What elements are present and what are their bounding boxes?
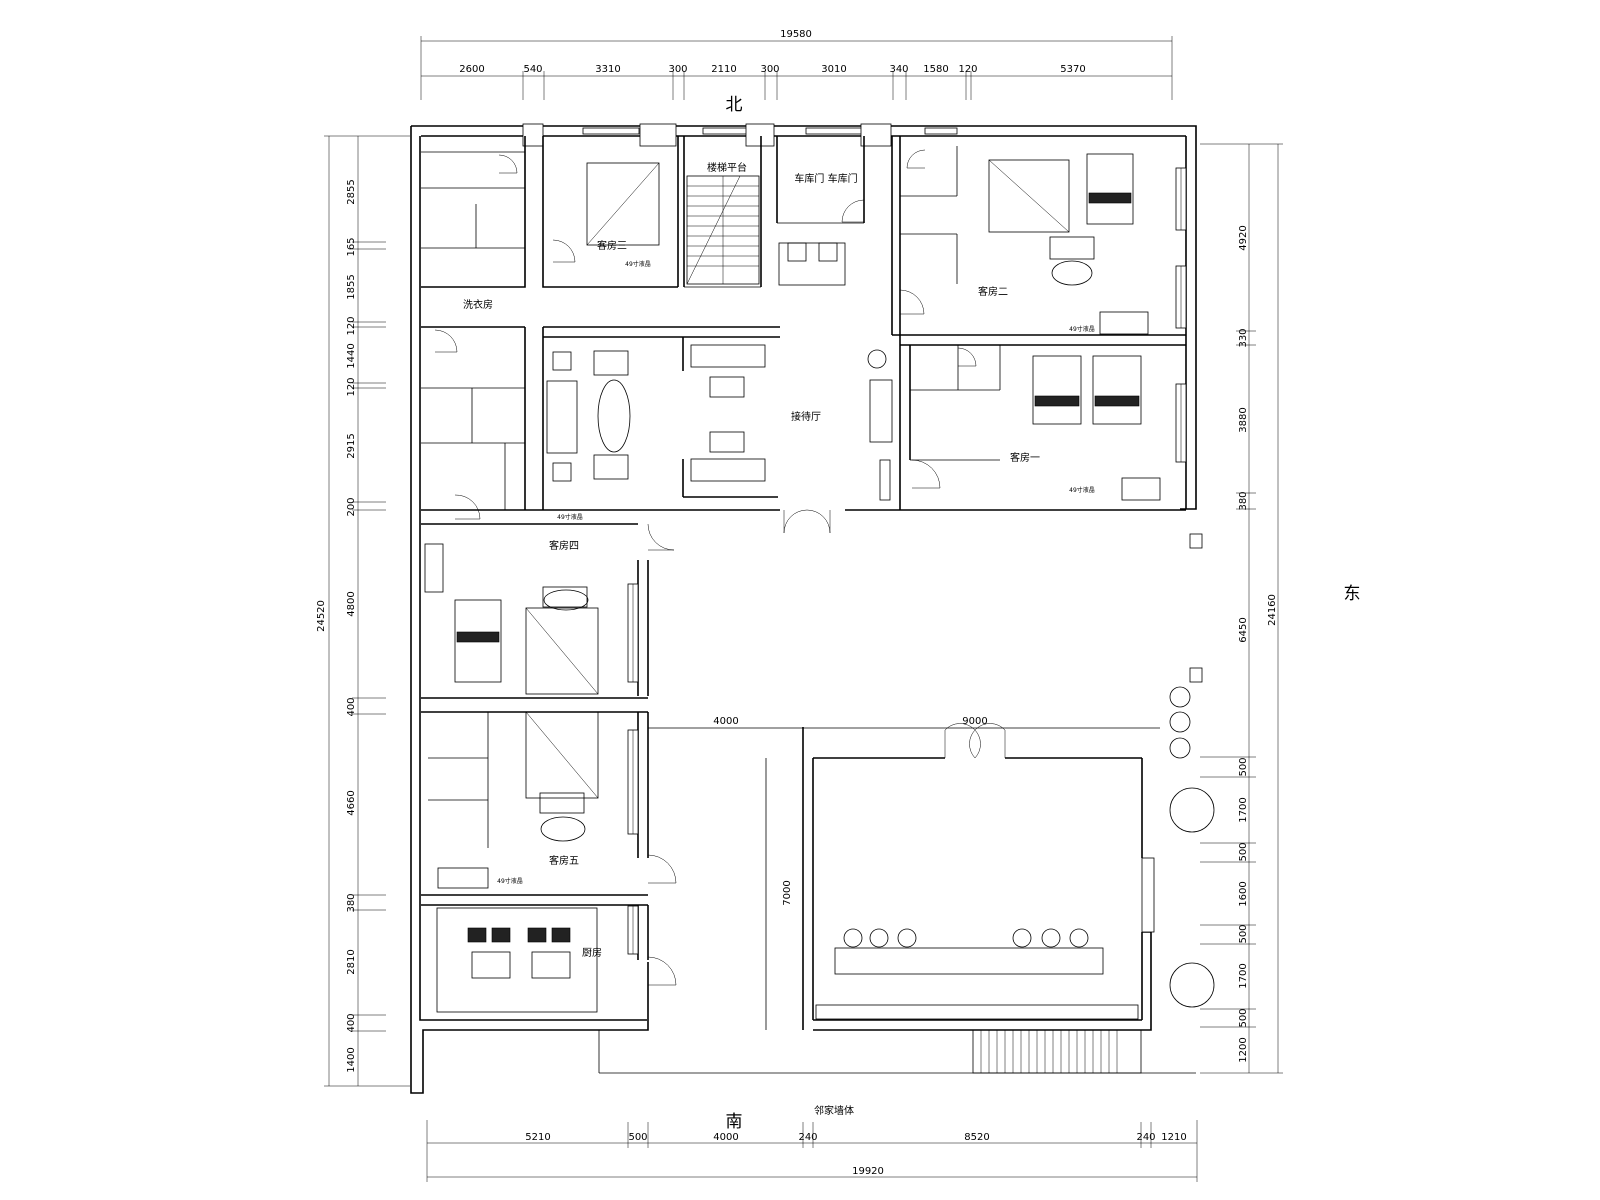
beds [454, 153, 1142, 799]
right-mid-dim: 6450 [1238, 617, 1249, 642]
room-label-laundry: 洗衣房 [463, 298, 493, 311]
right-low-6: 500 [1238, 1008, 1249, 1027]
top-seg-6: 3010 [821, 64, 846, 75]
right-seg-0: 4920 [1238, 225, 1249, 250]
right-total-dim: 24160 [1267, 594, 1278, 626]
room-label-kitchen: 厨房 [582, 946, 602, 959]
room-label-reception: 接待厅 [791, 410, 821, 423]
right-low-0: 500 [1238, 757, 1249, 776]
top-total-dim: 19580 [780, 29, 812, 40]
compass-north: 北 [726, 95, 743, 115]
left-seg-10: 4660 [346, 790, 357, 815]
bottom-seg-3: 240 [798, 1132, 817, 1143]
tv-label-guest-1: 49寸液晶 [1069, 486, 1095, 494]
plants [843, 349, 1215, 1008]
staircase [686, 175, 760, 285]
left-seg-4: 1440 [346, 343, 357, 368]
top-dimension-lines [420, 36, 1173, 100]
top-seg-4: 2110 [711, 64, 736, 75]
inner-dim-4000: 4000 [713, 716, 738, 727]
right-seg-3: 380 [1238, 491, 1249, 510]
left-seg-1: 165 [346, 237, 357, 256]
top-windows [522, 123, 958, 147]
left-seg-12: 2810 [346, 949, 357, 974]
internal-walls [421, 136, 1186, 1021]
right-low-2: 500 [1238, 842, 1249, 861]
left-seg-6: 2915 [346, 433, 357, 458]
top-seg-1: 540 [523, 64, 542, 75]
tv-label-guest-3: 49寸液晶 [625, 260, 651, 268]
room-label-stair: 楼梯平台 [707, 161, 747, 174]
tv-label-guest-2: 49寸液晶 [1069, 325, 1095, 333]
top-seg-9: 120 [958, 64, 977, 75]
compass-east: 东 [1344, 584, 1361, 604]
bottom-seg-1: 500 [628, 1132, 647, 1143]
right-low-3: 1600 [1238, 881, 1249, 906]
room-label-guest-4: 客房四 [549, 539, 579, 552]
left-seg-9: 400 [346, 697, 357, 716]
room-label-guest-3: 客房三 [597, 239, 627, 252]
right-seg-1: 330 [1238, 328, 1249, 347]
left-seg-0: 2855 [346, 179, 357, 204]
room-label-neighbor-wall: 邻家墙体 [814, 1104, 854, 1117]
right-low-7: 1200 [1238, 1037, 1249, 1062]
right-low-4: 500 [1238, 924, 1249, 943]
marker-box-mid [1189, 667, 1203, 683]
room-label-garage-door: 车库门 车库门 [794, 172, 857, 185]
compass-south: 南 [726, 1112, 743, 1132]
left-seg-7: 200 [346, 497, 357, 516]
room-label-guest-5: 客房五 [549, 854, 579, 867]
top-seg-2: 3310 [595, 64, 620, 75]
right-dimension-lines [1200, 143, 1283, 1074]
left-seg-13: 400 [346, 1013, 357, 1032]
inner-dim-9000: 9000 [962, 716, 987, 727]
left-seg-11: 380 [346, 893, 357, 912]
inner-dim-7000: 7000 [782, 880, 793, 905]
bottom-seg-4: 8520 [964, 1132, 989, 1143]
marker-box-top [1189, 533, 1203, 549]
side-windows [627, 167, 1187, 955]
right-low-5: 1700 [1238, 963, 1249, 988]
doors [434, 149, 1006, 986]
left-dimension-lines [324, 135, 410, 1087]
left-seg-3: 120 [346, 316, 357, 335]
bottom-seg-5: 240 [1136, 1132, 1155, 1143]
room-label-guest-1: 客房一 [1010, 451, 1040, 464]
right-seg-2: 3880 [1238, 407, 1249, 432]
right-low-1: 1700 [1238, 797, 1249, 822]
bottom-seg-0: 5210 [525, 1132, 550, 1143]
left-seg-5: 120 [346, 377, 357, 396]
room-label-guest-2: 客房二 [978, 285, 1008, 298]
tv-label-guest-4: 49寸液晶 [557, 513, 583, 521]
top-seg-10: 5370 [1060, 64, 1085, 75]
bottom-total-dim: 19920 [852, 1166, 884, 1177]
left-seg-8: 4800 [346, 591, 357, 616]
outer-walls [410, 125, 1197, 1094]
top-seg-7: 340 [889, 64, 908, 75]
bottom-seg-2: 4000 [713, 1132, 738, 1143]
left-total-dim: 24520 [316, 600, 327, 632]
top-seg-5: 300 [760, 64, 779, 75]
top-seg-3: 300 [668, 64, 687, 75]
top-seg-8: 1580 [923, 64, 948, 75]
tv-label-guest-5: 49寸液晶 [497, 877, 523, 885]
left-seg-2: 1855 [346, 274, 357, 299]
top-seg-0: 2600 [459, 64, 484, 75]
entry-stairs [972, 1029, 1142, 1074]
bottom-seg-6: 1210 [1161, 1132, 1186, 1143]
lounge-furniture [424, 236, 1161, 1020]
left-seg-14: 1400 [346, 1047, 357, 1072]
bottom-dimension-lines [426, 1120, 1198, 1182]
